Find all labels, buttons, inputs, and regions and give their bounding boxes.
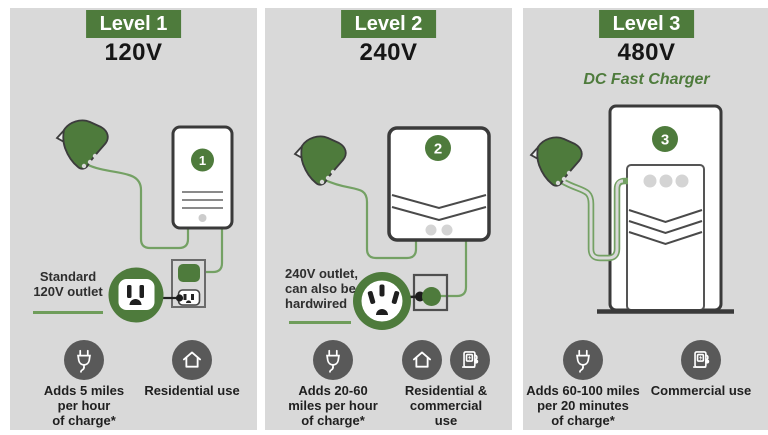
dc-fast-charger-subtitle: DC Fast Charger [583,71,710,88]
outlet-120v-icon [108,267,164,323]
charging-station-icon [450,340,490,380]
charge-rate-caption: Adds 60-100 miles per 20 minutes of char… [526,383,640,428]
charging-handle-icon [529,136,583,187]
charging-handle-icon [293,135,347,186]
outlet-cable [439,240,468,298]
plugged-connector [422,287,441,306]
plug-icon [64,340,104,380]
panel-level-3: 3 Leve [523,8,768,430]
outlet-label: 240V outlet, can also be hardwired [285,266,358,312]
plugged-connector [178,264,200,282]
green-underline [33,311,103,314]
level-marker-circle [425,135,451,161]
charge-rate-block: Adds 60-100 miles per 20 minutes of char… [521,340,645,429]
voltage-label: 120V [104,39,163,66]
plug-icon [563,340,603,380]
charge-rate-caption: Adds 5 miles per hour of charge* [43,383,125,428]
portable-charger-unit: 1 [171,125,234,230]
use-type-block: Residential & commercial use [386,340,506,429]
level-3-illustration: 3 [529,104,734,314]
charge-rate-caption: Adds 20-60 miles per hour of charge* [288,383,378,428]
voltage-label: 240V [359,39,418,66]
charge-rate-block: Adds 5 miles per hour of charge* [24,340,144,429]
level-marker-number: 1 [199,153,206,168]
level-2-illustration: 2 [293,126,491,330]
chevron [628,220,703,235]
use-type-block: Residential use [132,340,252,399]
charge-rate-block: Adds 20-60 miles per hour of charge* [273,340,393,429]
level-marker-number: 2 [434,141,442,158]
level-badge: Level 1 [85,10,182,38]
outlet-cable [198,228,224,274]
home-icon [172,340,212,380]
use-type-caption: Residential use [144,383,240,398]
dc-fast-charger-station: 3 [597,104,734,314]
level-marker-number: 3 [661,132,669,149]
use-type-caption: Commercial use [650,383,752,398]
charging-cable [85,163,190,250]
plug-icon [313,340,353,380]
wall-charger-unit: 2 [387,126,491,242]
level-marker-circle [191,148,214,172]
wall-junction-box [412,273,449,312]
home-icon [402,340,442,380]
use-type-caption: Residential & commercial use [404,383,488,428]
chevron [391,206,487,222]
plug-dot [175,294,184,302]
level-badge: Level 2 [340,10,437,38]
voltage-label: 480V [617,39,676,66]
level-1-illustration: 1 [55,119,234,323]
chevron [628,209,703,224]
panel-level-2: 2 Level 2 240V 240V ou [265,8,512,430]
charging-station-icon [681,340,721,380]
chevron [391,194,487,210]
charging-cable [324,179,418,260]
chevron [628,231,703,246]
level-badge: Level 3 [598,10,695,38]
charging-cable [560,177,628,262]
green-underline [289,321,351,324]
level-marker-circle [652,126,678,152]
use-type-block: Commercial use [639,340,763,399]
outlet-240v-icon [353,272,411,330]
charging-handle-icon [55,119,109,170]
panel-level-1: 1 [10,8,257,430]
outlet-label: Standard 120V outlet [33,269,103,300]
